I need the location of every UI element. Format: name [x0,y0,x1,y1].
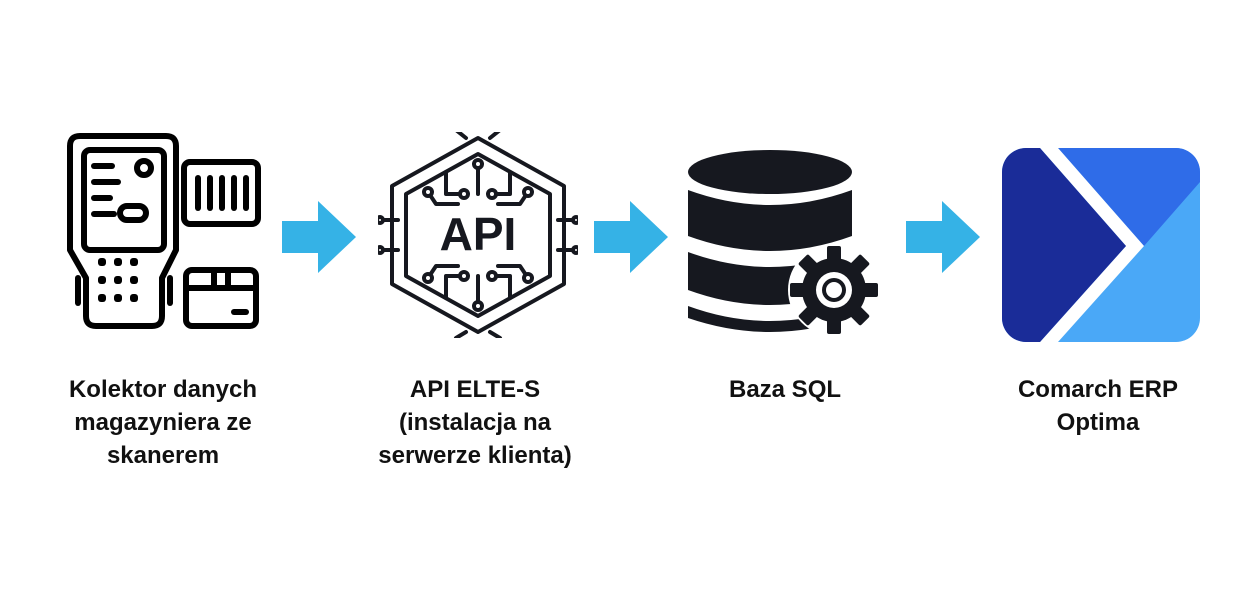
label-line: skanerem [106,442,220,469]
step-label-database: Baza SQL [645,373,925,406]
arrow-right-icon [594,201,668,273]
comarch-optima-logo-icon [1002,148,1200,342]
step-label-optima: Comarch ERP Optima [958,373,1238,439]
label-line: Optima [1056,409,1140,436]
label-line: Kolektor danych [68,376,258,403]
arrow-right-icon [282,201,356,273]
arrow-right-icon [906,201,980,273]
label-line: Comarch ERP [1017,376,1179,403]
label-line: (instalacja na [398,409,552,436]
api-chip-text: API [440,208,517,260]
api-chip-icon: API [378,132,578,338]
label-line: magazyniera ze [74,409,252,436]
label-line: API ELTE-S [409,376,541,403]
step-label-api: API ELTE-S (instalacja na serwerze klien… [335,373,615,472]
barcode-scanner-icon [67,133,261,329]
database-gear-icon [688,150,880,336]
label-line: Baza SQL [728,376,842,403]
step-label-scanner: Kolektor danych magazyniera ze skanerem [23,373,303,472]
label-line: serwerze klienta) [378,442,572,469]
